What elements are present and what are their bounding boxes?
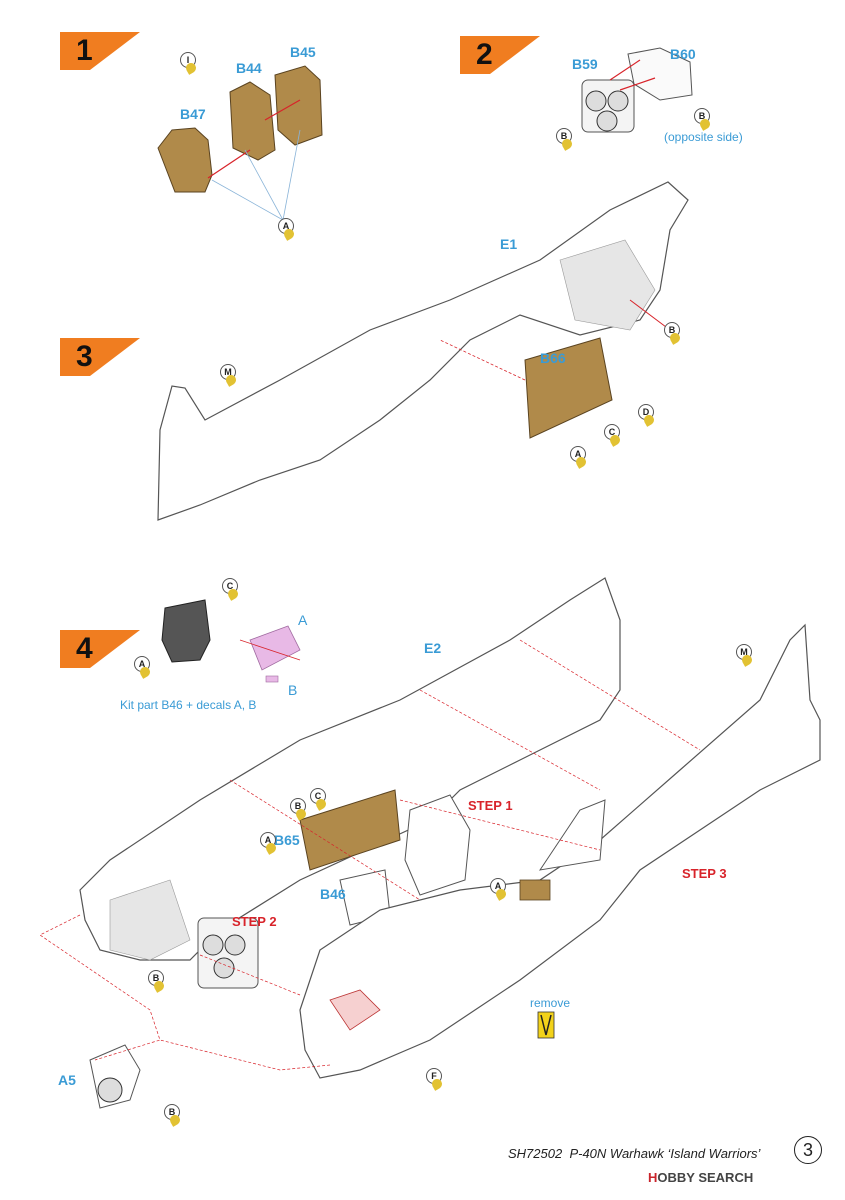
step-4-tag: 4: [60, 630, 140, 668]
step-1-number: 1: [76, 34, 93, 67]
part-label-e1: E1: [500, 236, 518, 252]
part-label-b65: B65: [274, 832, 300, 848]
part-label-b59: B59: [572, 56, 598, 72]
decal-label-a: A: [298, 612, 308, 628]
step-1-tag: 1: [60, 32, 140, 70]
watermark-brand: OBBY SEARCH: [657, 1170, 754, 1185]
part-label-a5: A5: [58, 1072, 76, 1088]
step-2-number: 2: [476, 38, 493, 71]
fuselage-half-e2-illustration: [79, 577, 621, 961]
part-label-b66: B66: [540, 350, 566, 366]
color-marker-a: A: [260, 832, 278, 855]
kit-part-caption: Kit part B46 + decals A, B: [120, 698, 257, 712]
color-marker-b: B: [694, 108, 712, 131]
step-3-reference: STEP 3: [682, 866, 727, 881]
decal-label-b: B: [288, 682, 298, 698]
step-3-number: 3: [76, 340, 93, 373]
color-marker-a: A: [490, 878, 508, 901]
kit-code: SH72502: [508, 1146, 563, 1161]
color-marker-c: C: [222, 578, 240, 601]
radiator-parts-illustration: [581, 47, 693, 133]
color-marker-b: B: [556, 128, 574, 151]
step-2-tag: 2: [460, 36, 540, 74]
remove-caption: remove: [530, 996, 571, 1010]
color-marker-c: C: [310, 788, 328, 811]
step-4-number: 4: [76, 632, 93, 665]
step-2-reference: STEP 2: [232, 914, 277, 929]
page-number: 3: [794, 1136, 822, 1164]
kit-title: P-40N Warhawk ‘Island Warriors’: [569, 1146, 761, 1161]
part-label-b47: B47: [180, 106, 206, 122]
part-label-b46: B46: [320, 886, 346, 902]
color-marker-f: F: [426, 1068, 444, 1091]
watermark-brand-prefix: H: [648, 1170, 658, 1185]
part-label-b45: B45: [290, 44, 316, 60]
step-3-tag: 3: [60, 338, 140, 376]
color-marker-c: C: [604, 424, 622, 447]
fuselage-half-e1-illustration: [157, 181, 689, 521]
assembly-guide-lines: [39, 639, 701, 1071]
color-marker-b: B: [290, 798, 308, 821]
remove-symbol: [537, 1011, 555, 1039]
seat-parts-illustration: [157, 65, 323, 221]
cockpit-interior-parts-illustration: [161, 599, 471, 989]
assembled-fuselage-illustration: [89, 623, 821, 1109]
color-marker-a: A: [134, 656, 152, 679]
color-marker-i: I: [180, 52, 198, 75]
color-marker-a: A: [570, 446, 588, 469]
color-marker-b: B: [148, 970, 166, 993]
color-marker-a: A: [278, 218, 296, 241]
part-label-e2: E2: [424, 640, 442, 656]
step-1-reference: STEP 1: [468, 798, 513, 813]
opposite-side-caption: (opposite side): [664, 130, 743, 144]
color-marker-b: B: [664, 322, 682, 345]
part-label-b44: B44: [236, 60, 262, 76]
part-label-b60: B60: [670, 46, 696, 62]
color-marker-d: D: [638, 404, 656, 427]
watermark: HOBBY SEARCH: [648, 1170, 753, 1185]
color-marker-m: M: [220, 364, 238, 387]
color-marker-m: M: [736, 644, 754, 667]
page-footer: SH72502 P-40N Warhawk ‘Island Warriors’: [508, 1146, 760, 1161]
color-marker-b: B: [164, 1104, 182, 1127]
